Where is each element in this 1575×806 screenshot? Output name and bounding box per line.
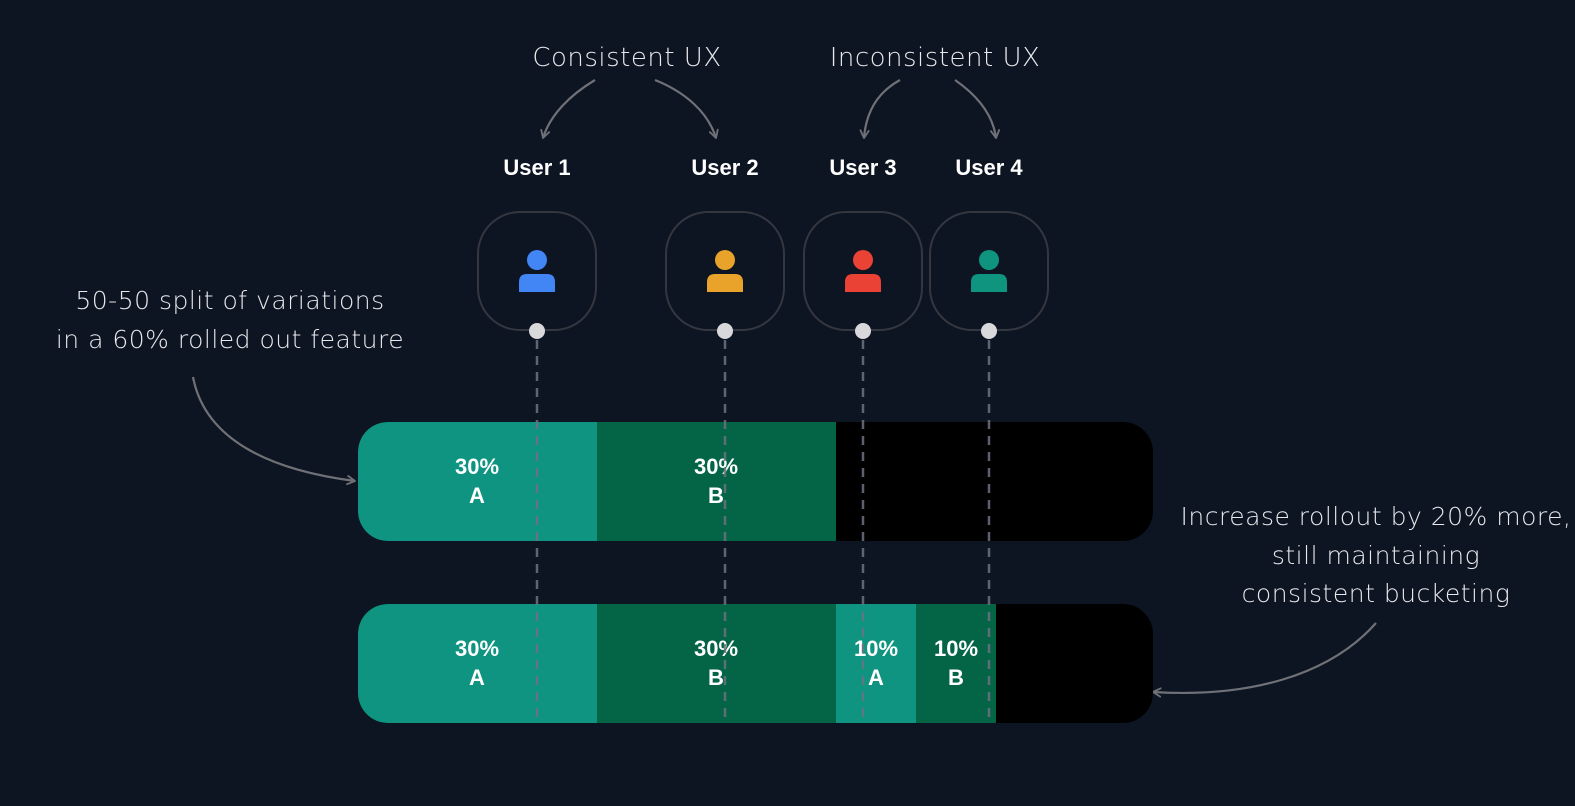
user-anchor-dot [981, 323, 997, 339]
person-icon-body [845, 274, 881, 292]
arrow-rollout-note [1153, 622, 1377, 693]
user-card[interactable] [665, 211, 785, 331]
bar-segment [358, 422, 597, 541]
segment-variation-label: B [708, 665, 724, 690]
person-icon [707, 250, 743, 292]
bar-segment [836, 604, 916, 723]
bar-increased-rollout: 30% A 30% B 10% A 10% B [358, 604, 1153, 723]
segment-percent-label: 30% [694, 454, 738, 479]
user-2[interactable]: User 2 [665, 155, 785, 339]
arrow-consistent-user1 [543, 79, 596, 138]
arrow-split-note [191, 376, 355, 481]
person-icon [971, 250, 1007, 292]
segment-percent-label: 30% [455, 454, 499, 479]
user-card[interactable] [803, 211, 923, 331]
user-label: User 4 [955, 155, 1023, 180]
person-icon-head [853, 250, 873, 270]
rollout-note-line-3: consistent bucketing [1242, 579, 1511, 608]
arrow-inconsistent-user3 [864, 79, 901, 138]
person-icon [845, 250, 881, 292]
person-icon-body [519, 274, 555, 292]
person-icon-head [715, 250, 735, 270]
arrow-inconsistent-user4 [954, 79, 996, 138]
segment-variation-label: A [469, 483, 485, 508]
bar-segment [358, 604, 597, 723]
rollout-note-line-1: Increase rollout by 20% more, [1181, 502, 1572, 531]
segment-variation-label: B [708, 483, 724, 508]
person-icon-body [707, 274, 743, 292]
split-note-line-2: in a 60% rolled out feature [56, 325, 404, 354]
user-anchor-dot [717, 323, 733, 339]
user-anchor-dot [529, 323, 545, 339]
bar-segment [597, 604, 836, 723]
bar-segment [597, 422, 836, 541]
segment-variation-label: A [868, 665, 884, 690]
user-label: User 3 [829, 155, 896, 180]
user-4[interactable]: User 4 [929, 155, 1049, 339]
bar-initial-rollout: 30% A 30% B [358, 422, 1153, 541]
user-anchor-dot [855, 323, 871, 339]
segment-percent-label: 10% [854, 636, 898, 661]
segment-percent-label: 30% [455, 636, 499, 661]
split-note-line-1: 50-50 split of variations [75, 286, 384, 315]
person-icon-head [527, 250, 547, 270]
user-1[interactable]: User 1 [477, 155, 597, 339]
segment-variation-label: B [948, 665, 964, 690]
segment-percent-label: 10% [934, 636, 978, 661]
consistent-ux-label: Consistent UX [532, 43, 721, 73]
arrow-consistent-user2 [654, 78, 716, 138]
segment-percent-label: 30% [694, 636, 738, 661]
person-icon-body [971, 274, 1007, 292]
user-label: User 1 [503, 155, 570, 180]
inconsistent-ux-label: Inconsistent UX [830, 43, 1041, 73]
user-label: User 2 [691, 155, 758, 180]
rollout-note-line-2: still maintaining [1272, 541, 1480, 570]
person-icon-head [979, 250, 999, 270]
user-3[interactable]: User 3 [803, 155, 923, 339]
user-card[interactable] [477, 211, 597, 331]
user-card[interactable] [929, 211, 1049, 331]
segment-variation-label: A [469, 665, 485, 690]
person-icon [519, 250, 555, 292]
bar-segment [916, 604, 996, 723]
